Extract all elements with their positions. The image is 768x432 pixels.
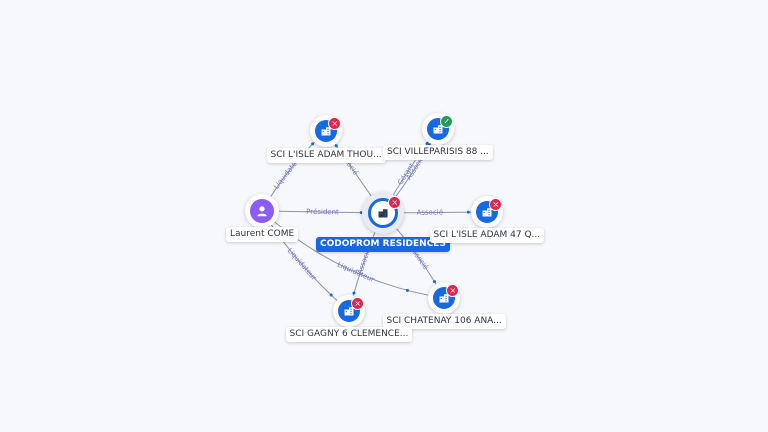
edge-label: Liquidateur	[286, 247, 318, 282]
close-icon: ×	[328, 116, 342, 130]
node-center[interactable]	[368, 198, 398, 228]
building-icon	[343, 305, 355, 317]
edge-arrow-marker	[466, 210, 470, 214]
building-icon	[377, 207, 389, 219]
close-icon: ×	[351, 296, 365, 310]
node-label[interactable]: SCI L'ISLE ADAM THOU...	[266, 147, 386, 163]
edge-arrow-marker	[311, 142, 315, 146]
edge-label: Associé	[356, 248, 372, 276]
node-label[interactable]: SCI VILLEPARISIS 88 ...	[383, 144, 493, 160]
close-icon: ×	[446, 283, 460, 297]
node-label[interactable]: CODOPROM RESIDENCES	[316, 236, 450, 252]
edge-arrow-marker	[425, 141, 429, 145]
node-label[interactable]: Laurent COME	[226, 226, 299, 242]
node-label[interactable]: SCI CHATENAY 106 ANA...	[382, 313, 506, 329]
building-icon	[438, 292, 450, 304]
building-icon	[320, 125, 332, 137]
building-icon	[481, 206, 493, 218]
edge-arrow-marker	[329, 293, 333, 297]
close-icon: ×	[388, 195, 402, 209]
node-label[interactable]: SCI L'ISLE ADAM 47 Q...	[429, 227, 545, 243]
edge-label: Président	[306, 208, 339, 217]
edge-arrow-marker	[334, 144, 338, 148]
node-person[interactable]	[250, 199, 274, 223]
edge-arrow-marker	[432, 280, 436, 284]
edge-arrow-marker	[359, 211, 363, 215]
edge-arrow-marker	[352, 291, 356, 295]
node-label[interactable]: SCI GAGNY 6 CLEMENCE...	[285, 326, 413, 342]
edge-arrow-marker	[405, 288, 409, 292]
check-icon: ✓	[440, 114, 454, 128]
close-icon: ×	[489, 197, 503, 211]
building-icon	[432, 123, 444, 135]
edge-label: Associé	[417, 208, 444, 216]
person-icon	[255, 204, 269, 218]
